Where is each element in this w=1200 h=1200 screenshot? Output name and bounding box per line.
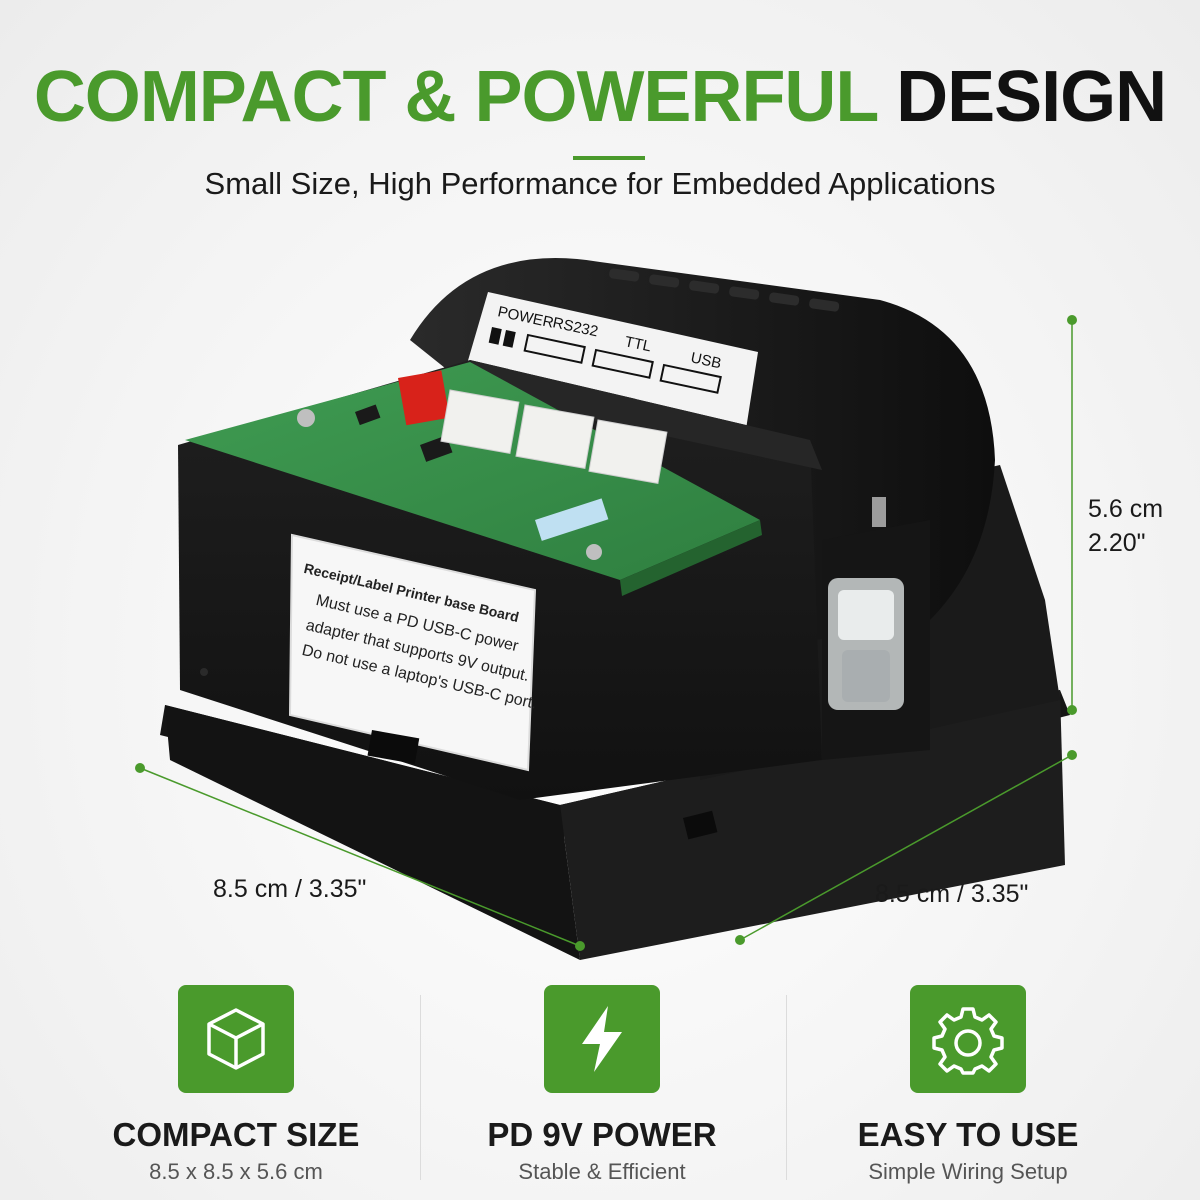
warning-sticker — [288, 533, 537, 772]
svg-text:TTL: TTL — [623, 333, 653, 355]
gear-icon — [910, 985, 1026, 1093]
feature-title: COMPACT SIZE — [112, 1116, 360, 1153]
title-black-part: DESIGN — [896, 57, 1167, 137]
feature-title: PD 9V POWER — [487, 1116, 717, 1153]
feature-pd-power: PD 9V POWER Stable & Efficient — [422, 985, 782, 1187]
control-board — [185, 362, 760, 580]
feature-easy-to-use: EASY TO USE Simple Wiring Setup — [788, 985, 1148, 1187]
title-green-part: COMPACT & POWERFUL — [33, 57, 878, 137]
feature-compact-size: COMPACT SIZE 8.5 x 8.5 x 5.6 cm — [56, 985, 416, 1187]
feature-subtitle: 8.5 x 8.5 x 5.6 cm — [149, 1159, 323, 1184]
height-dimension-label: 5.6 cm 2.20" — [1088, 495, 1164, 557]
width-left-dimension-label: 8.5 cm / 3.35" — [213, 875, 367, 903]
board-sticker — [535, 498, 609, 541]
title-underline — [573, 156, 645, 160]
cube-icon — [178, 985, 294, 1093]
divider — [786, 995, 787, 1180]
lightning-icon — [544, 985, 660, 1093]
pinout-blocks — [488, 326, 722, 394]
feature-subtitle: Stable & Efficient — [518, 1159, 686, 1184]
page-title: COMPACT & POWERFUL DESIGN — [0, 52, 1200, 142]
width-right-dimension-label: 8.5 cm / 3.35" — [875, 880, 1029, 908]
signal-connectors — [440, 389, 668, 484]
dimension-lines — [135, 315, 1077, 951]
power-connector — [398, 370, 450, 426]
svg-text:USB: USB — [689, 349, 723, 372]
page-subtitle: Small Size, High Performance for Embedde… — [204, 166, 996, 201]
divider — [420, 995, 421, 1180]
feature-title: EASY TO USE — [857, 1116, 1079, 1153]
feature-subtitle: Simple Wiring Setup — [868, 1159, 1068, 1184]
